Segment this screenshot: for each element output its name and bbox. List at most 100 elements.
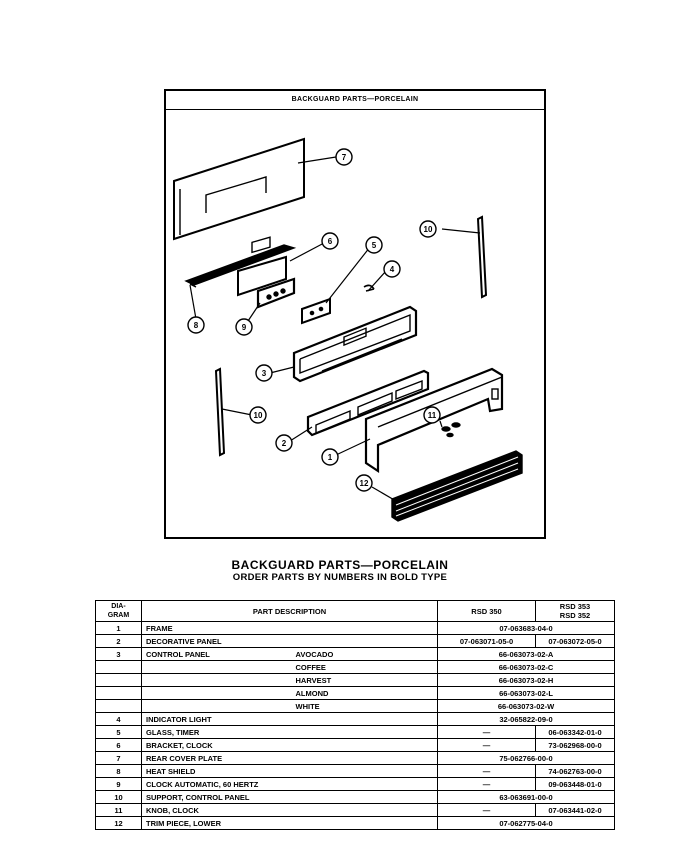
- cell-part-number: 66-063073-02-H: [437, 673, 616, 687]
- callout-1: 1: [328, 453, 333, 462]
- cell-part-number-rsd350: —: [437, 725, 537, 739]
- diagram-title: BACKGUARD PARTS—PORCELAIN: [166, 91, 544, 110]
- parts-table: DIA- GRAM PART DESCRIPTION RSD 350 RSD 3…: [95, 600, 616, 830]
- cell-part-number: 66-063073-02-W: [437, 699, 616, 713]
- part-heat-shield: [184, 244, 297, 286]
- part-glass-timer: [301, 297, 331, 325]
- part-indicator-light: [363, 284, 375, 292]
- cell-description: INDICATOR LIGHT: [141, 712, 292, 726]
- section-title: BACKGUARD PARTS—PORCELAIN: [231, 558, 449, 572]
- cell-diagram-number: [95, 673, 142, 687]
- cell-color: HARVEST: [291, 673, 439, 687]
- cell-color: WHITE: [291, 699, 439, 713]
- cell-description: REAR COVER PLATE: [141, 751, 292, 765]
- cell-description: CLOCK AUTOMATIC, 60 HERTZ: [141, 777, 292, 791]
- cell-description: TRIM PIECE, LOWER: [141, 816, 292, 830]
- cell-description: KNOB, CLOCK: [141, 803, 292, 817]
- header-description: PART DESCRIPTION: [140, 600, 439, 622]
- callout-9: 9: [242, 323, 247, 332]
- cell-diagram-number: 8: [95, 764, 142, 778]
- cell-diagram-number: 5: [95, 725, 142, 739]
- cell-color: ALMOND: [291, 686, 439, 700]
- cell-diagram-number: 2: [95, 634, 142, 648]
- cell-part-number-rsd353: 09-063448-01-0: [535, 777, 616, 791]
- cell-diagram-number: 6: [95, 738, 142, 752]
- callout-10-left: 10: [254, 411, 263, 420]
- cell-part-number: 63-063691-00-0: [437, 790, 616, 804]
- callout-10-right: 10: [424, 225, 433, 234]
- cell-diagram-number: 4: [95, 712, 142, 726]
- cell-color: [291, 816, 439, 830]
- cell-part-number: 75-062766-00-0: [437, 751, 616, 765]
- cell-part-number: 32-065822-09-0: [437, 712, 616, 726]
- cell-part-number: 66-063073-02-A: [437, 647, 616, 661]
- callout-4: 4: [390, 265, 395, 274]
- cell-part-number: 07-063683-04-0: [437, 621, 616, 635]
- cell-color: [291, 634, 439, 648]
- part-knob-clock: [441, 422, 461, 438]
- cell-diagram-number: 7: [95, 751, 142, 765]
- cell-description: [141, 673, 292, 687]
- cell-color: [291, 803, 439, 817]
- callout-8: 8: [194, 321, 199, 330]
- cell-diagram-number: 12: [95, 816, 142, 830]
- cell-part-number-rsd353: 73-062968-00-0: [535, 738, 616, 752]
- part-rear-cover-plate: [173, 137, 305, 241]
- cell-part-number-rsd350: —: [437, 764, 537, 778]
- cell-part-number: 66-063073-02-L: [437, 686, 616, 700]
- cell-description: FRAME: [141, 621, 292, 635]
- cell-diagram-number: 9: [95, 777, 142, 791]
- cell-description: SUPPORT, CONTROL PANEL: [141, 790, 292, 804]
- cell-color: [291, 751, 439, 765]
- cell-part-number-rsd350: —: [437, 738, 537, 752]
- cell-description: [141, 686, 292, 700]
- cell-part-number-rsd353: 74-062763-00-0: [535, 764, 616, 778]
- cell-part-number-rsd353: 07-063072-05-0: [535, 634, 616, 648]
- cell-diagram-number: 11: [95, 803, 142, 817]
- header-rsd353: RSD 353: [559, 602, 591, 611]
- callout-12: 12: [360, 479, 369, 488]
- cell-color: [291, 712, 439, 726]
- part-support-control-panel-right: [476, 215, 488, 299]
- section-subtitle: ORDER PARTS BY NUMBERS IN BOLD TYPE: [232, 572, 448, 583]
- cell-part-number: 07-062775-04-0: [437, 816, 616, 830]
- cell-diagram-number: [95, 660, 142, 674]
- cell-color: [291, 790, 439, 804]
- cell-part-number-rsd353: 06-063342-01-0: [535, 725, 616, 739]
- table-header-row: DIA- GRAM PART DESCRIPTION RSD 350 RSD 3…: [95, 600, 616, 622]
- cell-color: [291, 738, 439, 752]
- part-support-control-panel-left: [214, 367, 226, 457]
- header-diagram: DIA- GRAM: [95, 600, 142, 622]
- cell-color: [291, 777, 439, 791]
- cell-color: COFFEE: [291, 660, 439, 674]
- callout-6: 6: [328, 237, 333, 246]
- cell-color: [291, 725, 439, 739]
- cell-color: [291, 764, 439, 778]
- header-rsd350: RSD 350: [437, 600, 537, 622]
- cell-description: [141, 699, 292, 713]
- cell-diagram-number: [95, 686, 142, 700]
- cell-diagram-number: 1: [95, 621, 142, 635]
- cell-part-number-rsd350: —: [437, 803, 537, 817]
- cell-description: CONTROL PANEL: [141, 647, 292, 661]
- part-bracket-clock: [237, 255, 287, 297]
- cell-diagram-number: 3: [95, 647, 142, 661]
- exploded-parts-diagram: 7 6 5 4 8 9 3 2 1 10 10 11 12: [173, 137, 523, 522]
- cell-diagram-number: 10: [95, 790, 142, 804]
- cell-description: HEAT SHIELD: [141, 764, 292, 778]
- cell-color: [291, 621, 439, 635]
